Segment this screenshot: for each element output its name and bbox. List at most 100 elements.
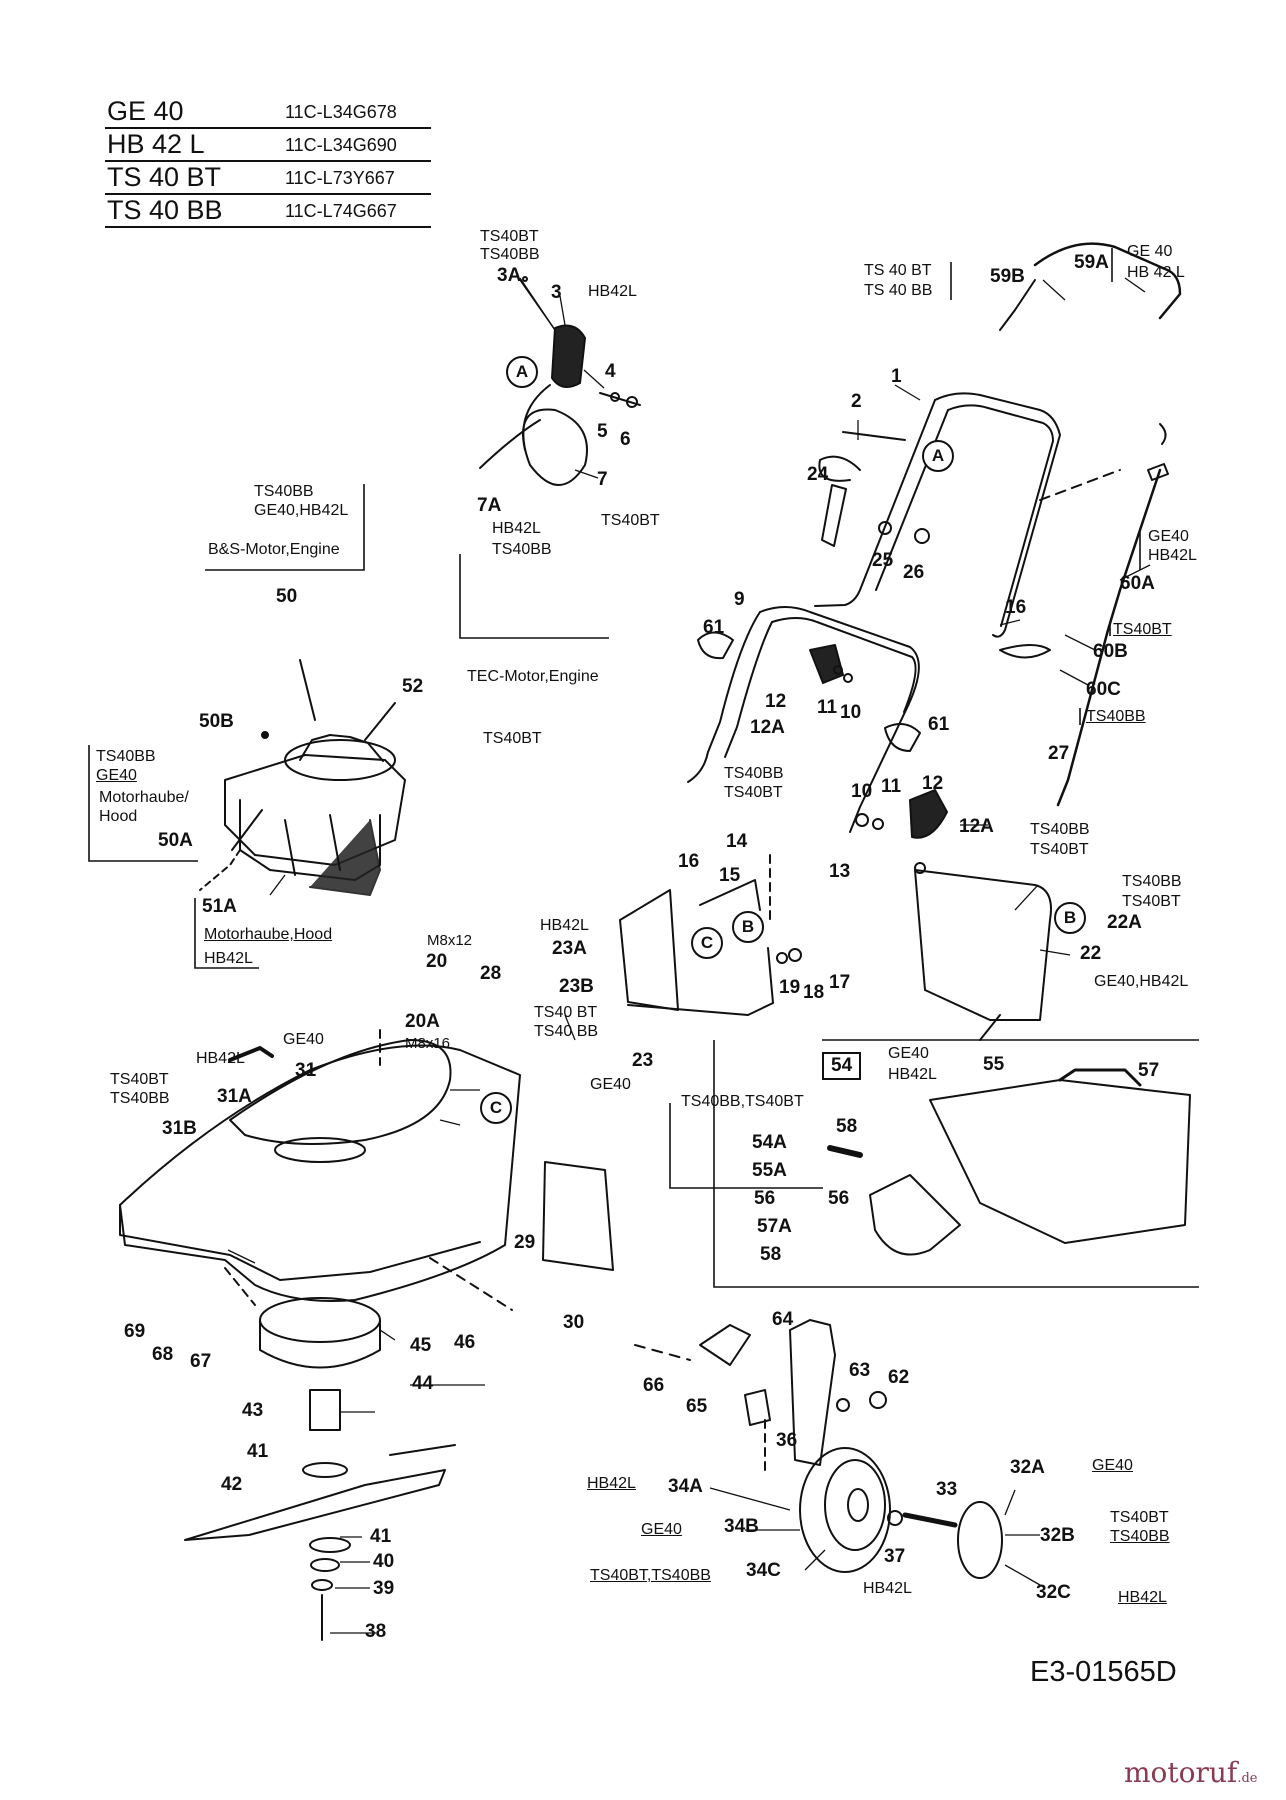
part-number: 39 [373,1578,395,1599]
model-row: HB 42 L 11C-L34G690 [105,129,431,162]
variant-label: TS40BB [96,748,156,765]
variant-label: TS40BT,TS40BB [590,1567,711,1584]
variant-label: TS40BT [483,730,542,747]
part-number: 29 [514,1232,536,1253]
variant-label: GE40 [96,767,137,784]
model-code: 11C-L34G678 [285,102,397,122]
part-number: 23B [559,976,594,997]
wheel-drawing [799,1447,1003,1579]
part-number: 55 [983,1054,1005,1075]
variant-label: GE40 [641,1521,682,1538]
variant-label: TS40BB [1030,821,1090,838]
part-number: 16 [678,851,700,872]
part-number: 54A [752,1132,787,1153]
variant-label: TS40BT [480,228,539,245]
part-number: 66 [643,1375,665,1396]
variant-label: TS 40 BT [864,262,932,279]
part-number: 58 [760,1244,782,1265]
variant-label: TS40 BB [534,1023,599,1040]
watermark-name: motoruf [1124,1756,1238,1789]
part-number: 17 [829,972,851,993]
variant-label: HB42L [863,1580,912,1597]
part-number: 41 [247,1441,269,1462]
part-number: 31 [295,1060,317,1081]
variant-label: TS40BB [492,541,552,558]
callout-a: A [922,440,954,472]
variant-label: TS 40 BB [864,282,933,299]
part-number: 6 [620,429,631,450]
part-number: 45 [410,1335,432,1356]
part-number: 3A [497,265,522,286]
part-number: 59B [990,266,1025,287]
part-number: 14 [726,831,748,852]
part-number: 33 [936,1479,958,1500]
model-row: TS 40 BT 11C-L73Y667 [105,162,431,195]
part-number: 44 [412,1373,434,1394]
bowden-cable-drawing [999,242,1182,807]
part-number: 58 [836,1116,858,1137]
part-number: 34B [724,1516,759,1537]
callout-c: C [480,1092,512,1124]
part-number: 65 [686,1396,708,1417]
part-number: 28 [480,963,502,984]
part-number: 57A [757,1216,792,1237]
part-number: 10 [840,702,862,723]
upper-handle-drawing [814,392,1061,638]
part-description: Motorhaube,Hood [204,926,333,943]
part-number: 40 [373,1551,395,1572]
part-number: 50B [199,711,234,732]
part-number: 59A [1074,252,1109,273]
variant-label: TS40BB [254,483,314,500]
engine-drawing [199,659,406,896]
callout-a: A [506,356,538,388]
variant-label: HB42L [196,1050,245,1067]
variant-label: GE40 [888,1045,929,1062]
part-number: 69 [124,1321,146,1342]
part-number: 64 [772,1309,794,1330]
part-number: 1 [891,366,902,387]
variant-label: TS40BB,TS40BT [681,1093,804,1110]
grass-deflector-drawing [914,862,1052,1041]
part-number: 4 [605,361,616,382]
part-description: Hood [99,808,138,825]
part-number: 12A [959,816,994,837]
part-number: 46 [454,1332,476,1353]
part-number: 32C [1036,1582,1071,1603]
part-number: 2 [851,391,862,412]
part-number: 41 [370,1526,392,1547]
rear-flap-drawing [619,879,802,1016]
variant-label: GE40,HB42L [254,502,349,519]
part-number: 20A [405,1011,440,1032]
model-row: GE 40 11C-L34G678 [105,96,431,129]
variant-label: TS40BB [1122,873,1182,890]
variant-label: TS40BB [724,765,784,782]
part-number: 34C [746,1560,781,1581]
part-number: 22A [1107,912,1142,933]
part-number: 12 [765,691,787,712]
part-number: 16 [1005,597,1027,618]
flap-drawing [542,1161,614,1271]
model-code: 11C-L34G690 [285,135,397,155]
variant-label: TS40BT [1122,893,1181,910]
part-number: 36 [776,1430,798,1451]
part-number: 5 [597,421,608,442]
starter-cable-drawing [479,276,641,486]
part-number: 11 [881,776,902,797]
variant-label: TS40BB [1086,708,1146,725]
part-number: 60C [1086,679,1121,700]
watermark-logo: motoruf.de [1124,1758,1257,1794]
variant-label: HB42L [588,283,637,300]
part-number: 57 [1138,1060,1160,1081]
part-number: 31B [162,1118,197,1139]
part-number: 20 [426,951,448,972]
callout-c: C [691,927,723,959]
part-number: 15 [719,865,741,886]
part-number: 7A [477,495,502,516]
part-number: 24 [807,464,829,485]
variant-label: HB42L [540,917,589,934]
part-number: 23A [552,938,587,959]
variant-label: HB42L [204,950,253,967]
model-name: TS 40 BT [107,162,222,192]
variant-label: TS40BT [110,1071,169,1088]
